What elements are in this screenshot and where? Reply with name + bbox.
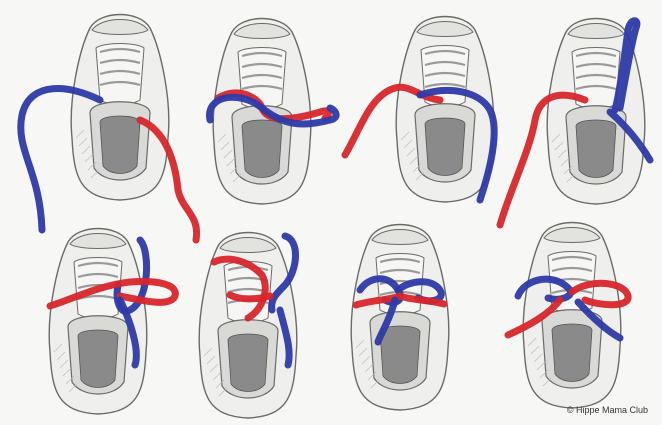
shoe-step-3 [396,17,494,203]
shoe-insole [576,120,616,178]
shoe-insole [380,326,420,384]
shoe-step-7 [351,225,449,411]
shoe-step-1 [71,15,169,201]
shoe-insole [228,334,268,392]
copyright-credit: © Hippe Mama Club [567,405,648,415]
red-knot-step-6 [230,295,270,299]
shoe-insole [552,324,592,382]
shoe-insole [100,116,140,174]
shoe-insole [242,120,282,178]
shoe-insole [78,330,118,388]
shoe-insole [425,118,465,176]
